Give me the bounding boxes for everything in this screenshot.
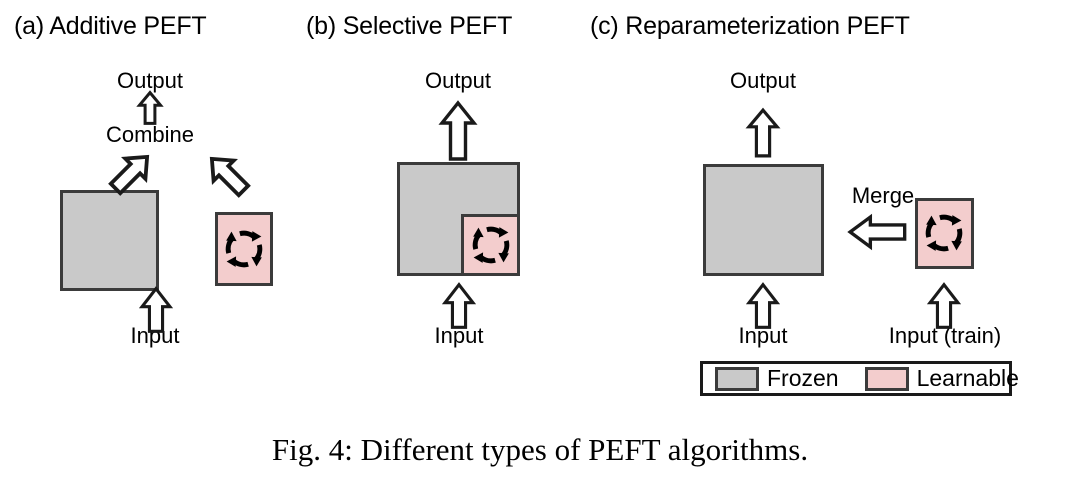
panel-c-frozen-block [703, 164, 824, 276]
panel-b-output-arrow-icon [438, 100, 478, 161]
panel-c-merge-arrow-icon [847, 213, 907, 251]
panel-title-a: (a) Additive PEFT [14, 12, 207, 40]
panel-c-input-train-arrow-icon [926, 282, 962, 329]
panel-a-output-arrow-icon [136, 90, 164, 125]
panel-a-combine-label: Combine [105, 122, 195, 147]
panel-b-input-label: Input [434, 323, 484, 348]
figure-caption: Fig. 4: Different types of PEFT algorith… [271, 432, 809, 467]
learnable-swatch-icon [864, 366, 909, 391]
panel-c-output-arrow-icon [745, 107, 781, 158]
panel-c-merge-label: Merge [851, 183, 915, 208]
legend: Frozen Learnable [700, 361, 1019, 396]
panel-c-learnable-block [915, 198, 974, 269]
panel-title-c: (c) Reparameterization PEFT [590, 12, 910, 40]
frozen-swatch-icon [715, 366, 759, 391]
panel-a-learnable-block [215, 212, 273, 286]
panel-a-output-label: Output [116, 68, 184, 93]
panel-a-combine-arrow-right-icon [209, 156, 251, 198]
legend-label-frozen: Frozen [767, 365, 839, 391]
panel-title-b: (b) Selective PEFT [306, 12, 513, 40]
panel-a-input-label: Input [130, 323, 180, 348]
legend-item-frozen: Frozen [715, 365, 839, 392]
panel-b-learnable-block [461, 214, 520, 276]
panel-c-input-train-label: Input (train) [888, 323, 1002, 348]
legend-item-learnable: Learnable [864, 365, 1019, 392]
panel-b-input-arrow-icon [441, 282, 477, 329]
panel-a-frozen-block [60, 190, 159, 291]
panel-c-input-label: Input [738, 323, 788, 348]
panel-b-output-label: Output [424, 68, 492, 93]
panel-c-output-label: Output [729, 68, 797, 93]
panel-c-input-arrow-icon [745, 282, 781, 329]
legend-label-learnable: Learnable [916, 365, 1019, 391]
